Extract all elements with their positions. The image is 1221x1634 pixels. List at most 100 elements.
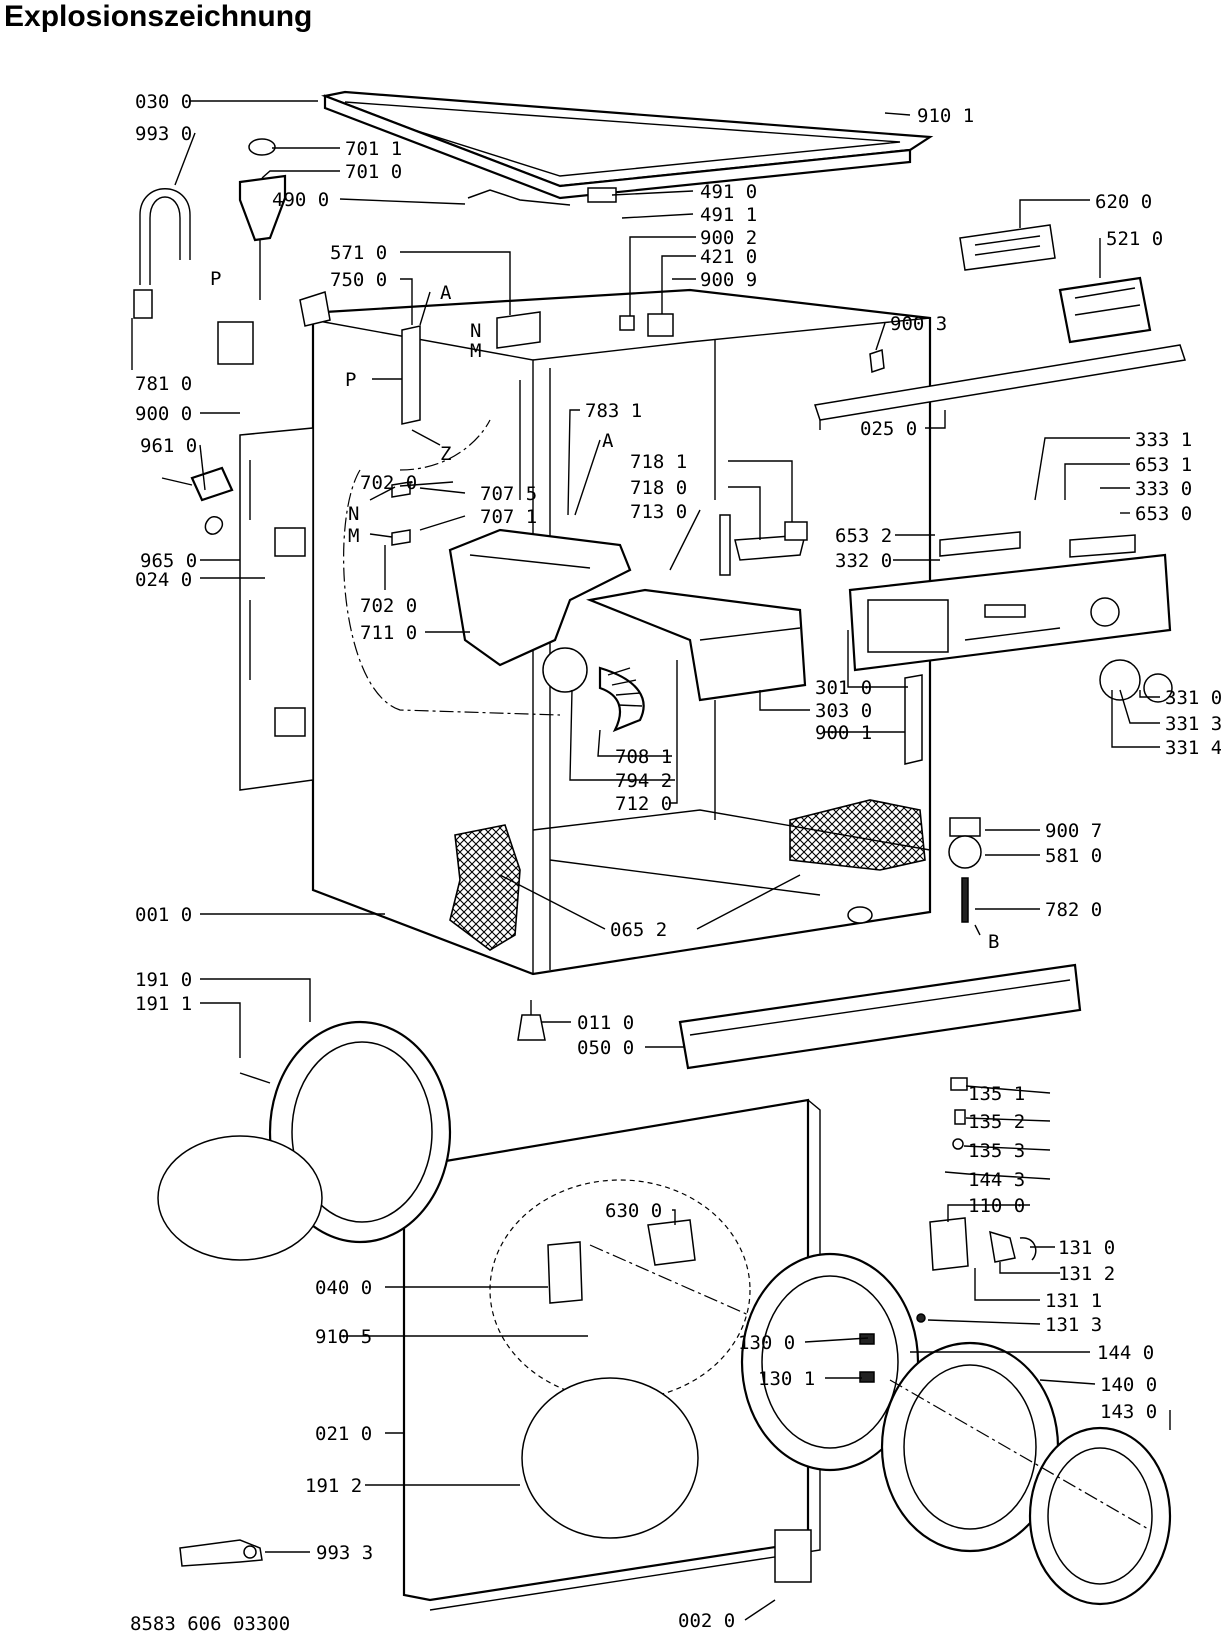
label-491-0: 491 0 [700,181,757,203]
drain-hose [598,666,645,733]
label-B: B [988,931,999,953]
label-130-1: 130 1 [758,1368,815,1390]
label-P-2: P [345,369,356,391]
label-718-0: 718 0 [630,477,687,499]
label-491-1: 491 1 [700,204,757,226]
label-040-0: 040 0 [315,1277,372,1299]
label-910-1: 910 1 [917,105,974,127]
label-521-0: 521 0 [1106,228,1163,250]
label-131-0: 131 0 [1058,1237,1115,1259]
label-910-5: 910 5 [315,1326,372,1348]
label-900-7: 900 7 [1045,820,1102,842]
label-332-0: 332 0 [835,550,892,572]
label-025-0: 025 0 [860,418,917,440]
label-N-1: N [470,320,481,342]
label-711-0: 711 0 [360,622,417,644]
label-702-0-a: 702 0 [360,472,417,494]
rear-panel [239,427,314,791]
label-140-0: 140 0 [1100,1374,1157,1396]
control-panel-strip [814,344,1186,430]
page-title: Explosionszeichnung [4,0,313,33]
inlet-hose [133,188,254,365]
label-065-2: 065 2 [610,919,667,941]
detergent-dispenser [448,514,808,702]
label-191-2: 191 2 [305,1475,362,1497]
label-Z: Z [440,443,451,465]
label-781-0: 781 0 [135,373,192,395]
label-110-0: 110 0 [968,1195,1025,1217]
footer-code: 8583 606 03300 [130,1613,290,1634]
machine-parts-drawing [133,90,1186,1611]
label-961-0: 961 0 [140,435,197,457]
leader-lines [131,100,1171,1621]
top-cover [321,90,934,200]
label-331-0: 331 0 [1165,687,1221,709]
electronic-module [959,224,1152,344]
label-021-0: 021 0 [315,1423,372,1445]
label-707-1: 707 1 [480,506,537,528]
label-783-1: 783 1 [585,400,642,422]
label-001-0: 001 0 [135,904,192,926]
label-024-0: 024 0 [135,569,192,591]
label-135-2: 135 2 [968,1111,1025,1133]
label-143-0: 143 0 [1100,1401,1157,1423]
label-301-0: 301 0 [815,677,872,699]
label-581-0: 581 0 [1045,845,1102,867]
label-712-0: 712 0 [615,793,672,815]
label-333-1: 333 1 [1135,429,1192,451]
label-002-0: 002 0 [678,1610,735,1632]
label-P-1: P [210,268,221,290]
label-782-0: 782 0 [1045,899,1102,921]
label-191-0: 191 0 [135,969,192,991]
label-900-1: 900 1 [815,722,872,744]
label-131-1: 131 1 [1045,1290,1102,1312]
label-191-1: 191 1 [135,993,192,1015]
front-panel [402,1098,821,1611]
door-seal [157,1020,452,1261]
label-750-0: 750 0 [330,269,387,291]
label-653-0: 653 0 [1135,503,1192,525]
label-794-2: 794 2 [615,770,672,792]
label-708-1: 708 1 [615,746,672,768]
label-M-2: M [348,525,359,547]
label-653-2: 653 2 [835,525,892,547]
label-993-3: 993 3 [316,1542,373,1564]
label-011-0: 011 0 [577,1012,634,1034]
label-303-0: 303 0 [815,700,872,722]
inlet-valve-parts [238,138,885,425]
label-701-1: 701 1 [345,138,402,160]
damper-parts [161,466,411,546]
door-lock-parts [859,1077,1037,1383]
label-131-3: 131 3 [1045,1314,1102,1336]
label-144-3: 144 3 [968,1169,1025,1191]
label-130-0: 130 0 [738,1332,795,1354]
label-030-0: 030 0 [135,91,192,113]
label-993-0: 993 0 [135,123,192,145]
label-571-0: 571 0 [330,242,387,264]
part-callout-labels: 030 0 993 0 701 1 701 0 490 0 491 0 491 … [135,91,1221,1632]
label-144-0: 144 0 [1097,1342,1154,1364]
label-900-3: 900 3 [890,313,947,335]
label-331-3: 331 3 [1165,713,1221,735]
label-M-1: M [470,340,481,362]
plinth [517,963,1082,1070]
label-900-0: 900 0 [135,403,192,425]
label-701-0: 701 0 [345,161,402,183]
label-421-0: 421 0 [700,246,757,268]
label-702-0-b: 702 0 [360,595,417,617]
label-718-1: 718 1 [630,451,687,473]
label-135-3: 135 3 [968,1140,1025,1162]
label-620-0: 620 0 [1095,191,1152,213]
label-135-1: 135 1 [968,1083,1025,1105]
service-tool [179,1539,263,1567]
label-N-2: N [348,503,359,525]
label-900-2: 900 2 [700,227,757,249]
door-assembly [740,1252,1172,1606]
pressure-switch [904,674,982,923]
label-A-1: A [440,282,452,304]
label-965-0: 965 0 [140,550,197,572]
label-331-4: 331 4 [1165,737,1221,759]
label-713-0: 713 0 [630,501,687,523]
label-630-0: 630 0 [605,1200,662,1222]
